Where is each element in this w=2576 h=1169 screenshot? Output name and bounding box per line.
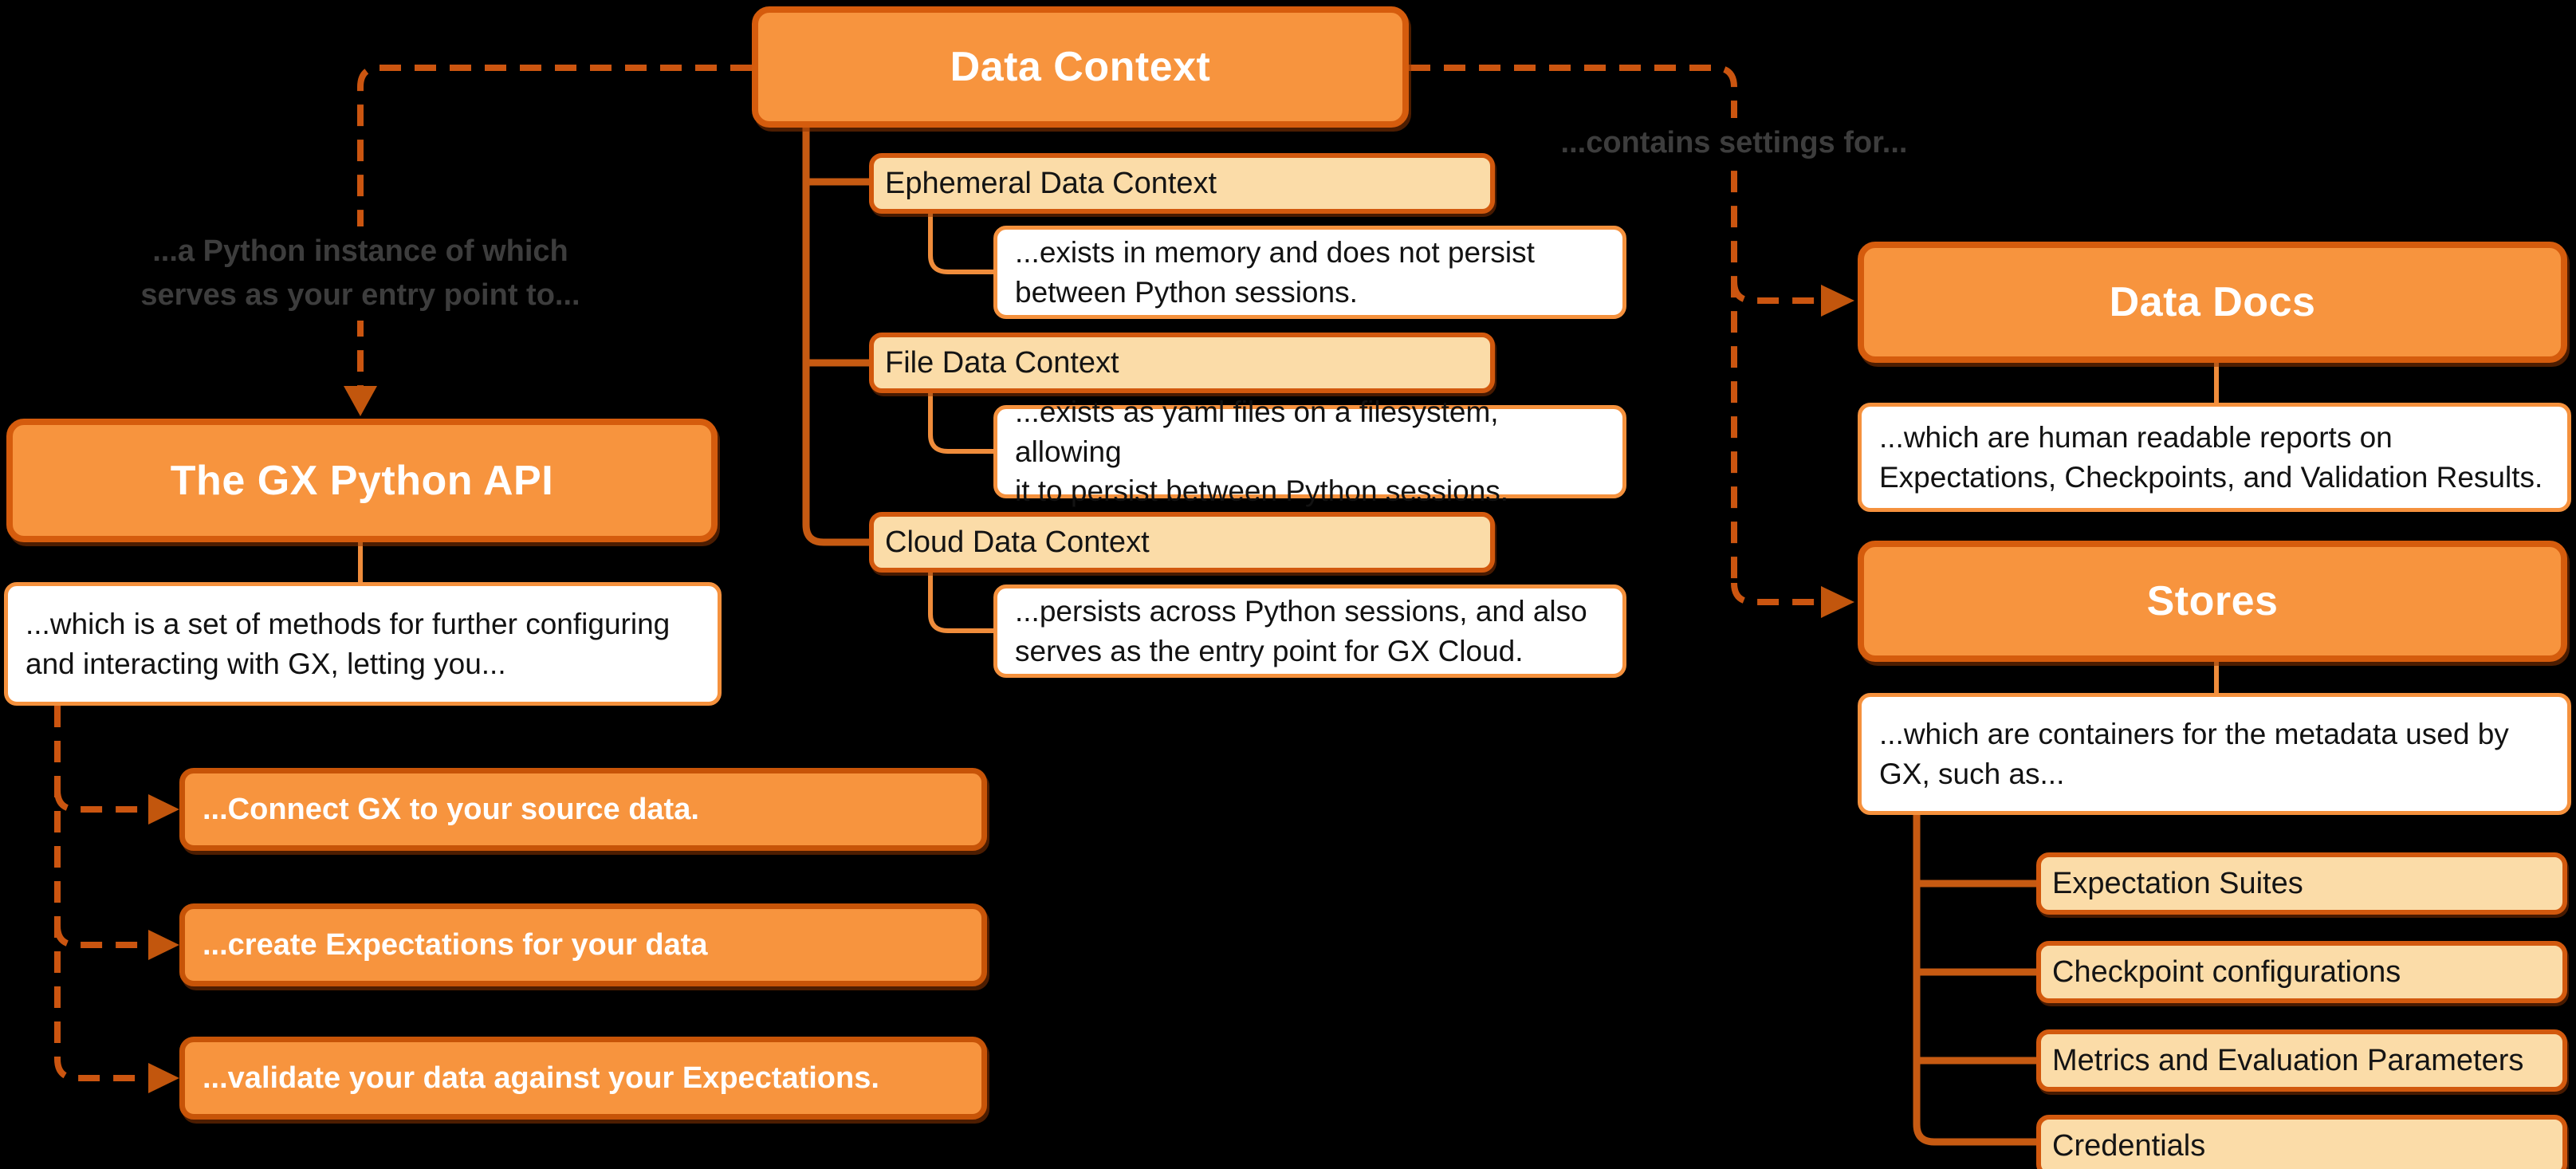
node-cloud-data-context: Cloud Data Context [869,512,1495,573]
annotation-python-instance: ...a Python instance of which serves as … [121,226,600,321]
node-action-create-expectations: ...create Expectations for your data [179,903,987,986]
trunk-stores [1913,815,2036,1146]
node-action-connect-source-data: ...Connect GX to your source data. [179,768,987,851]
annotation-contains-settings: ...contains settings for... [1535,118,1933,169]
ephemeral-description-text: ...exists in memory and does not persist… [1015,235,1535,309]
dash-to-gx-api [357,65,752,386]
dash-to-right [1409,65,1737,583]
data-docs-description-text: ...which are human readable reports on E… [1879,420,2543,494]
node-data-context-title: Data Context [950,44,1211,90]
gx-python-api-description-text: ...which is a set of methods for further… [26,607,671,680]
file-label: File Data Context [885,345,1119,380]
action-create-label: ...create Expectations for your data [203,927,708,962]
node-store-item-checkpoint-configurations: Checkpoint configurations [2036,941,2567,1003]
dash-action-2 [54,925,148,948]
cloud-label: Cloud Data Context [885,525,1150,559]
cloud-description-text: ...persists across Python sessions, and … [1015,594,1587,667]
node-gx-python-api-description: ...which is a set of methods for further… [4,582,722,706]
connector-descriptions [358,214,2219,693]
trunk-data-context [802,124,869,546]
action-connect-label: ...Connect GX to your source data. [203,792,699,826]
node-data-docs: Data Docs [1858,242,2567,363]
node-action-validate-data: ...validate your data against your Expec… [179,1037,987,1120]
arrow-stores [1821,586,1854,618]
ephemeral-label: Ephemeral Data Context [885,166,1217,200]
node-data-docs-title: Data Docs [2109,279,2316,325]
arrow-action-3 [148,1063,179,1093]
node-ephemeral-description: ...exists in memory and does not persist… [993,226,1626,319]
action-validate-label: ...validate your data against your Expec… [203,1061,879,1095]
arrowheads [148,285,1854,1093]
file-description-text: ...exists as yaml files on a filesystem,… [1015,395,1509,508]
node-store-item-credentials: Credentials [2036,1115,2567,1169]
node-gx-python-api-title: The GX Python API [170,457,554,504]
store-item-credentials-label: Credentials [2052,1128,2206,1163]
dash-actions-trunk [54,706,148,1081]
dash-action-1 [54,789,148,813]
arrow-action-2 [148,930,179,960]
node-ephemeral-data-context: Ephemeral Data Context [869,153,1495,214]
dash-to-stores [1731,582,1821,605]
stores-description-text: ...which are containers for the metadata… [1879,717,2509,790]
dashed-wires [54,65,1821,1081]
node-stores-description: ...which are containers for the metadata… [1858,693,2571,815]
node-store-item-expectation-suites: Expectation Suites [2036,852,2567,915]
node-data-context: Data Context [752,6,1409,128]
node-cloud-description: ...persists across Python sessions, and … [993,584,1626,678]
store-item-checkpoint-configurations-label: Checkpoint configurations [2052,954,2401,989]
store-item-expectation-suites-label: Expectation Suites [2052,866,2303,900]
arrow-data-docs [1821,285,1854,317]
arrow-action-1 [148,794,179,825]
dash-to-data-docs [1731,281,1821,304]
node-gx-python-api: The GX Python API [6,419,718,542]
node-data-docs-description: ...which are human readable reports on E… [1858,403,2571,512]
node-file-description: ...exists as yaml files on a filesystem,… [993,396,1626,507]
node-file-data-context: File Data Context [869,333,1495,393]
store-item-metrics-evaluation-parameters-label: Metrics and Evaluation Parameters [2052,1043,2524,1077]
node-stores-title: Stores [2146,578,2279,624]
node-store-item-metrics-evaluation-parameters: Metrics and Evaluation Parameters [2036,1029,2567,1092]
node-stores: Stores [1858,541,2567,662]
arrow-down-gx-api [344,386,377,416]
